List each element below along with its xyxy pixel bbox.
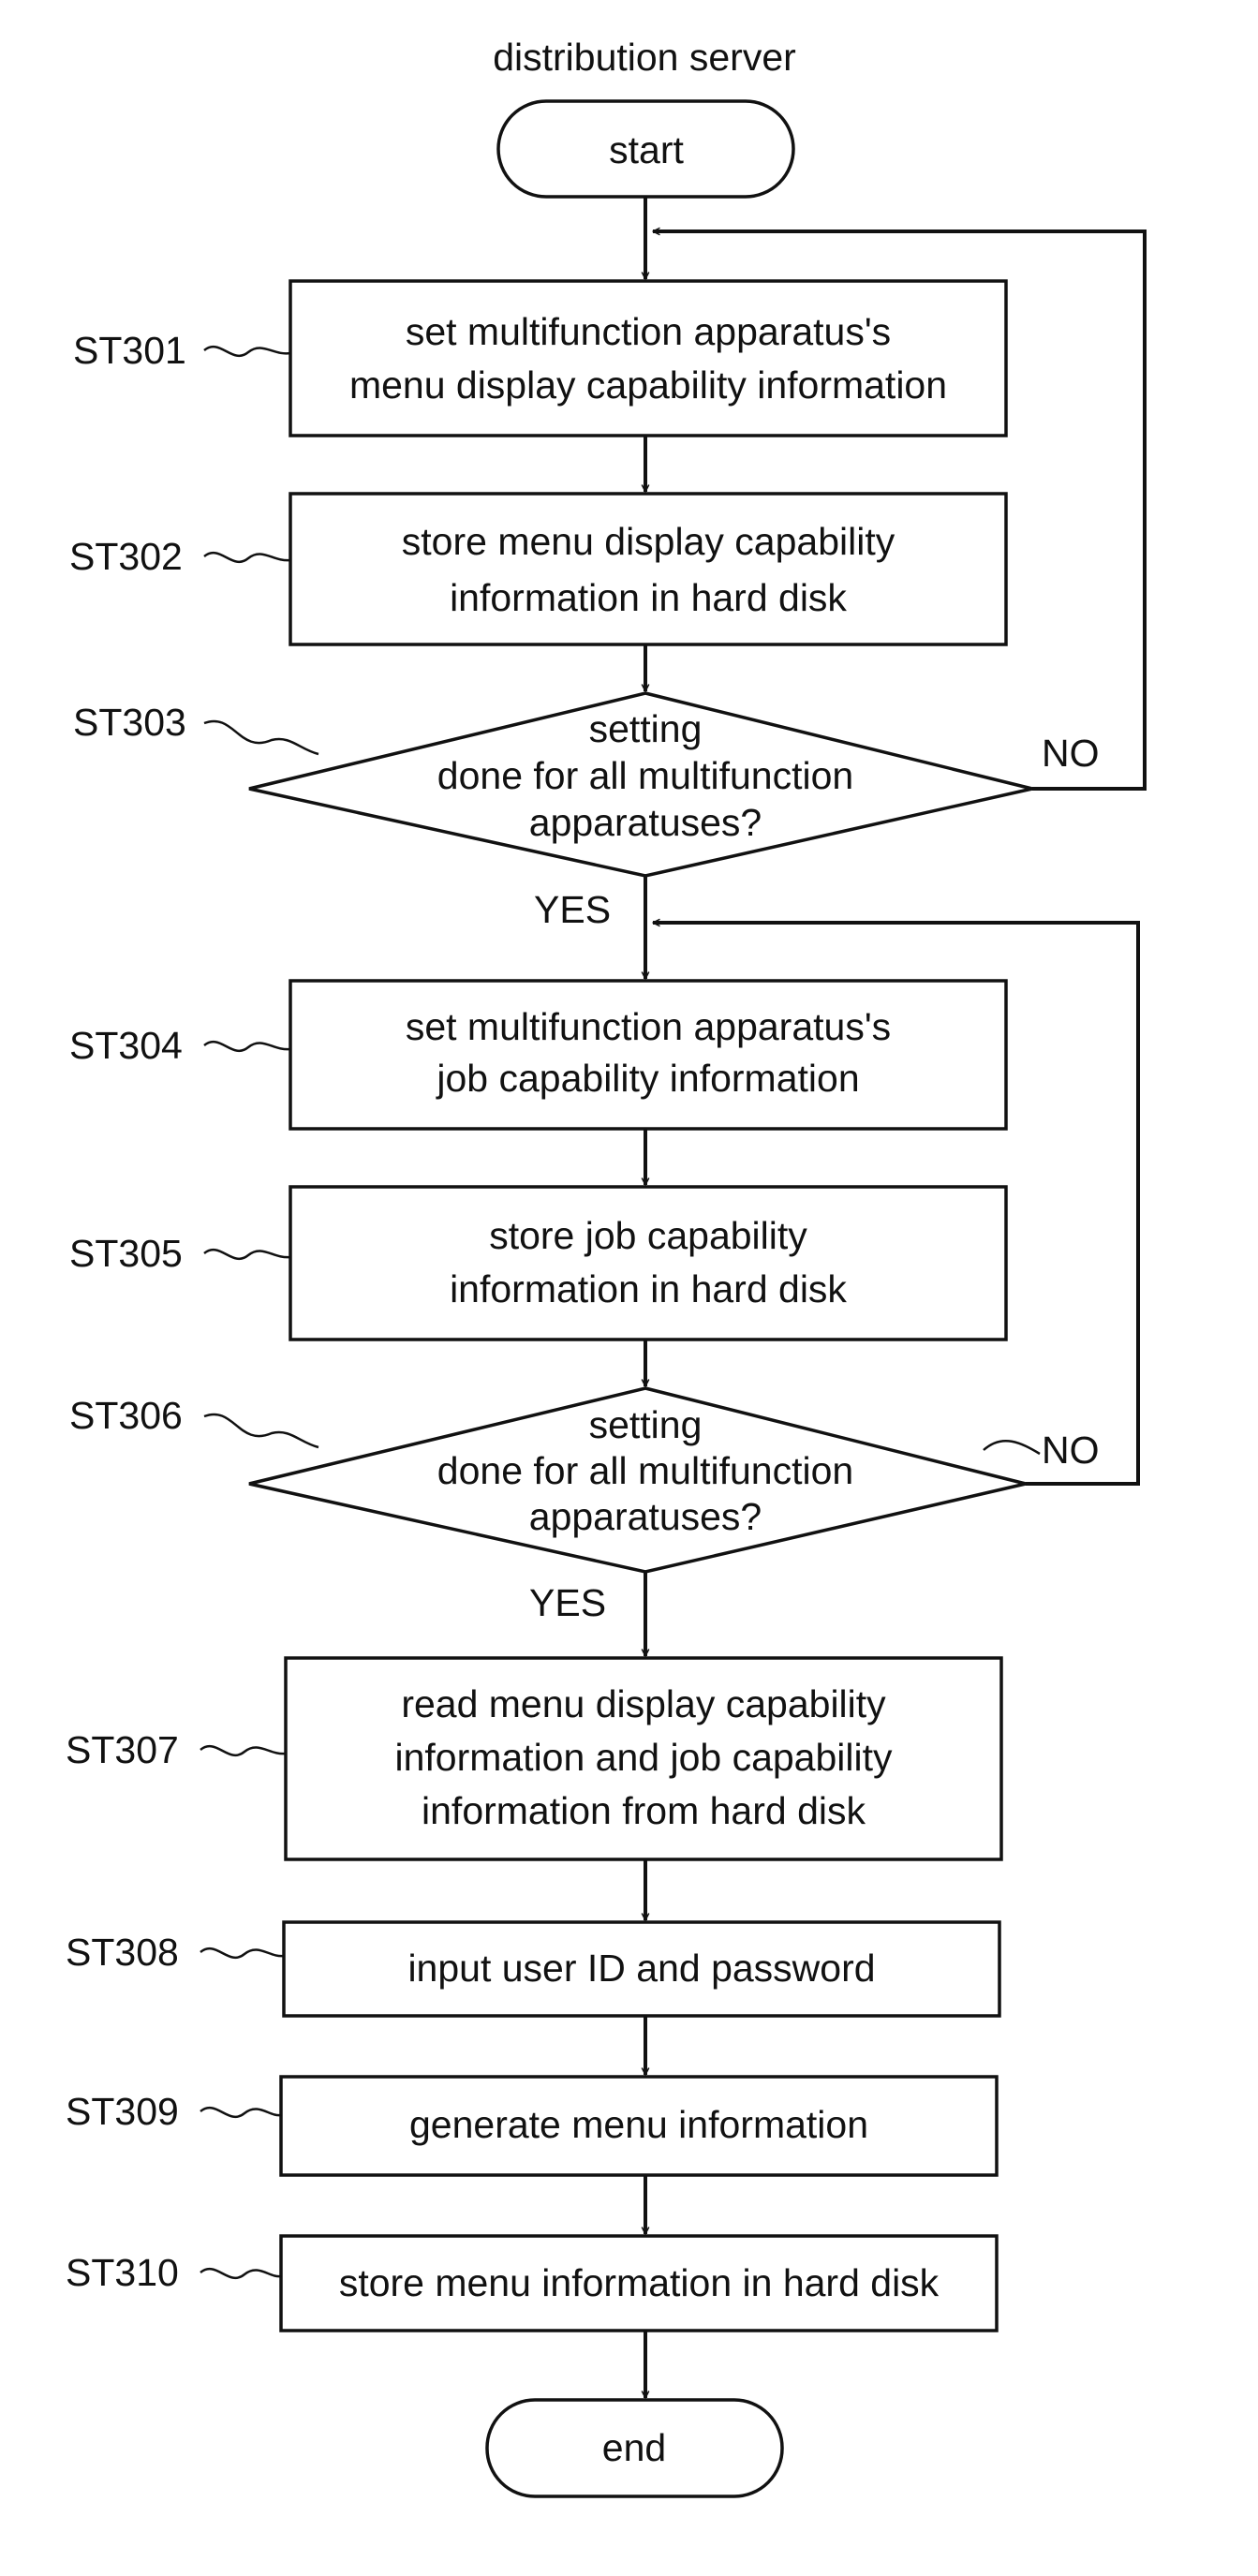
st301-text-line-2: menu display capability information (349, 363, 947, 407)
process-st304: set multifunction apparatus's job capabi… (69, 981, 1006, 1129)
st307-text-line-2: information and job capability (394, 1736, 893, 1779)
st301-leader (204, 347, 290, 356)
st304-text-line-2: job capability information (436, 1057, 859, 1100)
st310-leader (200, 2269, 281, 2278)
st307-label: ST307 (66, 1728, 179, 1771)
st302-text-line-2: information in hard disk (450, 576, 847, 619)
st303-leader (204, 721, 318, 754)
st307-leader (200, 1746, 286, 1755)
st306-yes-label: YES (529, 1581, 606, 1624)
st308-text-line-1: input user ID and password (407, 1947, 875, 1990)
st306-label: ST306 (69, 1394, 183, 1437)
st306-text-line-1: setting (589, 1403, 703, 1446)
st309-leader (200, 2108, 281, 2117)
st306-no-leader (984, 1441, 1040, 1454)
start-terminal: start (498, 101, 793, 197)
st302-label: ST302 (69, 535, 183, 578)
st302-text-line-1: store menu display capability (402, 520, 895, 563)
st303-text-line-3: apparatuses? (529, 801, 762, 844)
process-st302: store menu display capability informatio… (69, 494, 1006, 644)
st310-label: ST310 (66, 2251, 179, 2294)
st304-label: ST304 (69, 1024, 183, 1067)
st306-text-line-2: done for all multifunction (437, 1449, 853, 1492)
st304-text-line-1: set multifunction apparatus's (406, 1005, 891, 1048)
st304-leader (204, 1042, 290, 1051)
process-st301: set multifunction apparatus's menu displ… (73, 281, 1006, 436)
process-st308: input user ID and password ST308 (66, 1922, 999, 2016)
decision-st303: setting done for all multifunction appar… (73, 693, 1100, 931)
st305-leader (204, 1250, 290, 1259)
st303-text-line-1: setting (589, 707, 703, 750)
st305-text-line-2: information in hard disk (450, 1267, 847, 1310)
st303-no-label: NO (1042, 732, 1100, 775)
st301-text-line-1: set multifunction apparatus's (406, 310, 891, 353)
st306-leader (204, 1414, 318, 1447)
st306-text-line-3: apparatuses? (529, 1495, 762, 1538)
process-st305: store job capability information in hard… (69, 1187, 1006, 1340)
st309-label: ST309 (66, 2090, 179, 2133)
end-terminal: end (487, 2400, 782, 2496)
st301-label: ST301 (73, 329, 186, 372)
st307-text-line-3: information from hard disk (422, 1789, 866, 1832)
st309-text-line-1: generate menu information (409, 2103, 868, 2146)
process-st310: store menu information in hard disk ST31… (66, 2236, 997, 2331)
st303-yes-label: YES (534, 888, 611, 931)
process-st309: generate menu information ST309 (66, 2077, 997, 2175)
st303-text-line-2: done for all multifunction (437, 754, 853, 797)
diagram-header: distribution server (493, 36, 796, 79)
start-label: start (609, 128, 684, 171)
st308-label: ST308 (66, 1931, 179, 1974)
st307-text-line-1: read menu display capability (401, 1682, 886, 1725)
st310-text-line-1: store menu information in hard disk (339, 2261, 940, 2304)
st305-text-line-1: store job capability (489, 1214, 807, 1257)
st305-label: ST305 (69, 1232, 183, 1275)
decision-st306: setting done for all multifunction appar… (69, 1388, 1100, 1624)
end-label: end (602, 2426, 666, 2469)
process-st307: read menu display capability information… (66, 1658, 1001, 1859)
st302-leader (204, 553, 290, 562)
st308-leader (200, 1948, 284, 1958)
st306-no-label: NO (1042, 1429, 1100, 1472)
st303-label: ST303 (73, 701, 186, 744)
